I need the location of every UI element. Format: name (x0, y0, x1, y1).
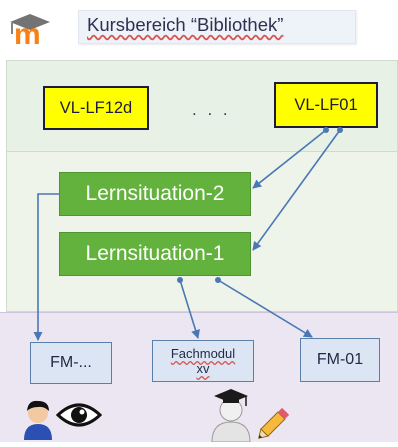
svg-text:m: m (14, 18, 41, 46)
ellipsis: . . . (192, 100, 231, 119)
arrow-ls2-to-fm-other (33, 193, 59, 341)
module-box-fm-other[interactable]: FM-... (30, 342, 112, 384)
arrow-lf01-to-ls2 (252, 129, 327, 189)
lecture-box-lf12d[interactable]: VL-LF12d (43, 86, 149, 130)
eye-icon (55, 400, 103, 430)
course-area-title: Kursbereich “Bibliothek” (78, 10, 356, 44)
moodle-logo-icon: m (6, 8, 54, 51)
teacher-icon (206, 386, 256, 443)
arrow-ls1-to-fachmodul (179, 279, 200, 339)
student-icon (20, 396, 56, 440)
learning-situation-2[interactable]: Lernsituation-2 (59, 172, 251, 216)
learning-situation-1[interactable]: Lernsituation-1 (59, 232, 251, 276)
arrow-lf01-to-ls1 (252, 129, 341, 251)
module-box-fm-01[interactable]: FM-01 (300, 338, 380, 382)
arrow-ls1-to-fm01 (217, 279, 313, 338)
pencil-icon (254, 402, 296, 442)
module-box-fachmodul[interactable]: Fachmodul xv (152, 340, 254, 382)
